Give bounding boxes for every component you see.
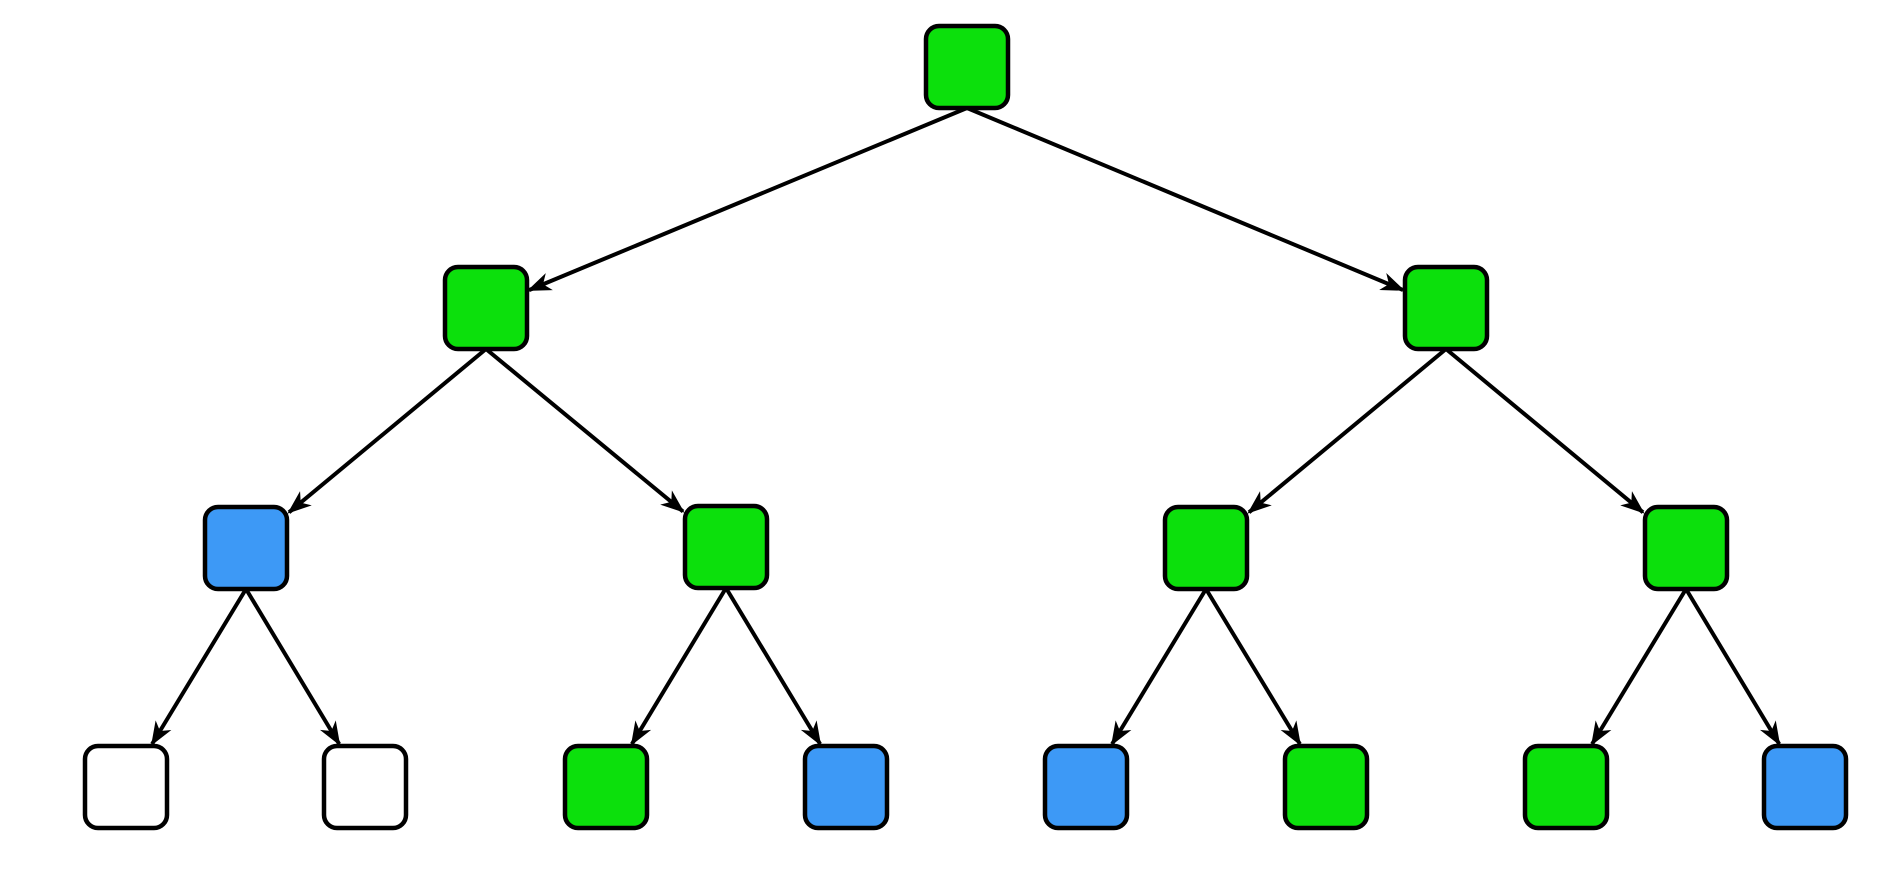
- tree-edge-n20-n30: [150, 587, 248, 746]
- tree-node-n31: [321, 743, 409, 831]
- tree-edge-n10-n21: [484, 347, 685, 514]
- tree-node-n34: [1042, 743, 1130, 831]
- tree-node-n33: [802, 743, 890, 831]
- tree-edge-n23-n36: [1590, 587, 1688, 746]
- tree-edge-n21-n32: [630, 586, 728, 746]
- tree-node-n11: [1402, 264, 1490, 352]
- tree-node-n36: [1522, 743, 1610, 831]
- tree-edge-n10-n20: [287, 347, 488, 514]
- tree-node-n32: [562, 743, 650, 831]
- tree-edge-n22-n34: [1110, 587, 1208, 746]
- tree-edge-n21-n33: [724, 586, 822, 746]
- tree-edge-n11-n23: [1444, 347, 1645, 514]
- tree-node-n23: [1642, 504, 1730, 592]
- tree-node-n30: [82, 743, 170, 831]
- tree-node-n10: [442, 264, 530, 352]
- tree-node-root: [923, 23, 1011, 111]
- tree-node-n20: [202, 504, 290, 592]
- tree-edge-n22-n35: [1204, 587, 1302, 746]
- tree-edge-n11-n22: [1247, 347, 1448, 514]
- tree-node-n22: [1162, 504, 1250, 592]
- tree-edge-root-n10: [527, 106, 968, 292]
- tree-edge-root-n11: [966, 106, 1405, 292]
- tree-node-n37: [1761, 743, 1849, 831]
- tree-node-n35: [1282, 743, 1370, 831]
- tree-edge-n23-n37: [1684, 587, 1781, 746]
- tree-node-n21: [682, 503, 770, 591]
- tree-edge-n20-n31: [244, 587, 341, 746]
